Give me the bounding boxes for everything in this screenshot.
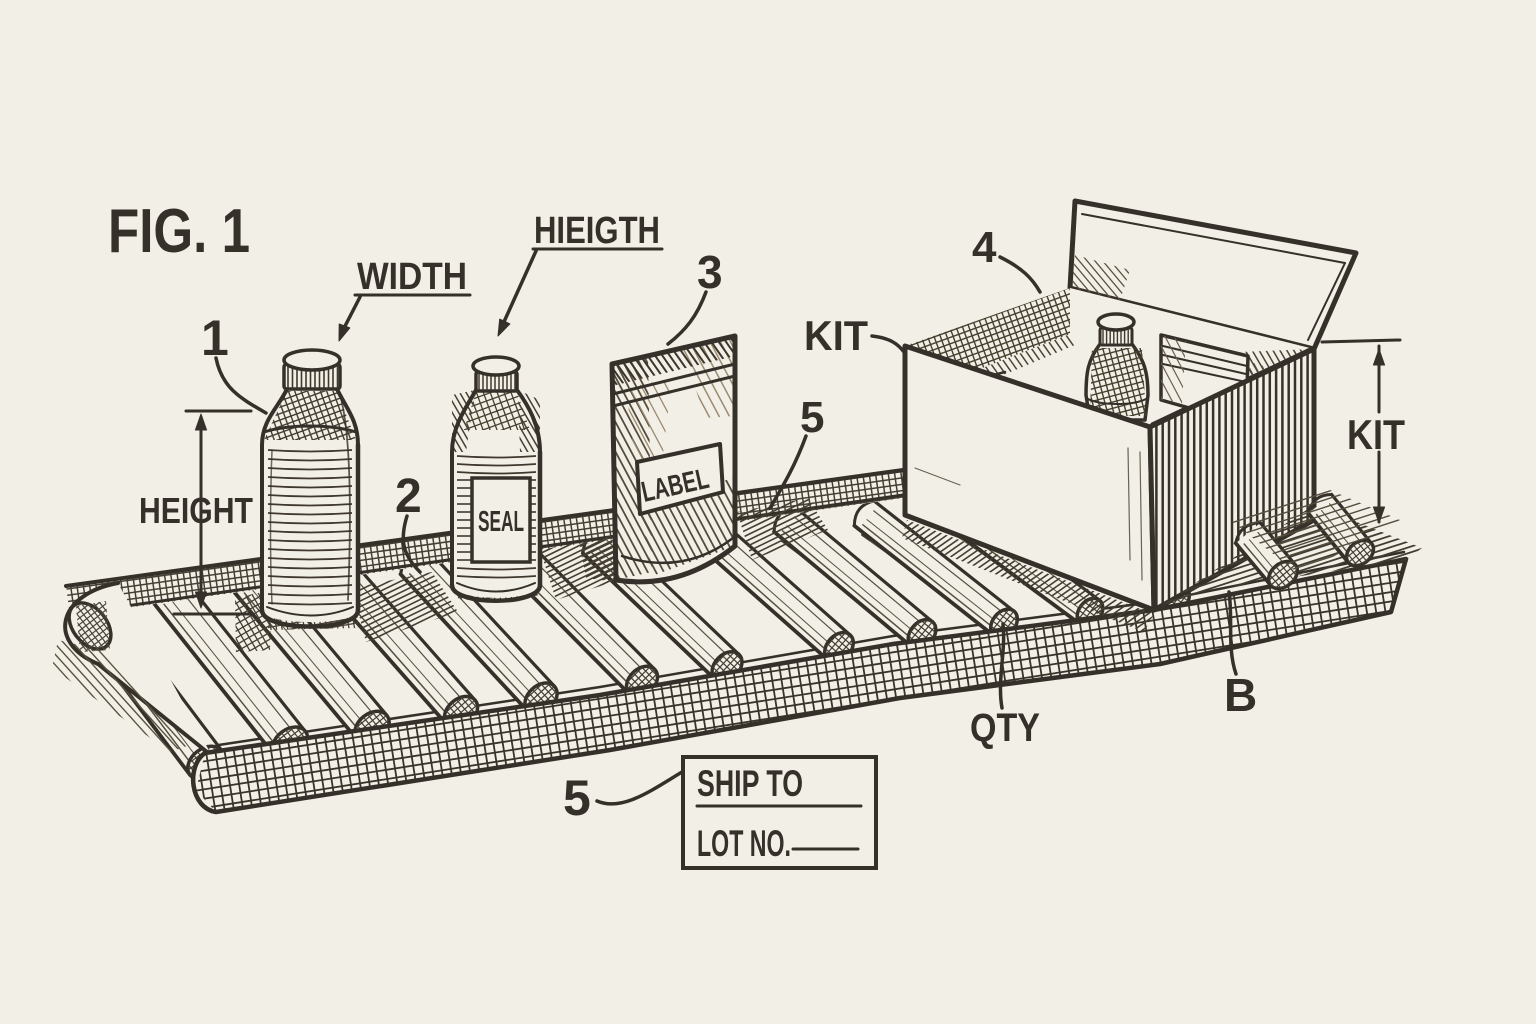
svg-text:5: 5 (800, 393, 824, 442)
svg-text:B: B (1224, 669, 1257, 721)
svg-text:SEAL: SEAL (478, 506, 524, 538)
svg-text:KIT: KIT (804, 312, 868, 359)
svg-text:HEIGHT: HEIGHT (139, 490, 253, 531)
svg-text:HIEIGTH: HIEIGTH (534, 210, 660, 252)
svg-text:5: 5 (563, 770, 591, 826)
svg-text:SHIP TO: SHIP TO (697, 763, 803, 804)
svg-text:FIG. 1: FIG. 1 (108, 197, 250, 266)
svg-text:3: 3 (697, 246, 723, 298)
svg-text:KIT: KIT (1347, 411, 1405, 458)
svg-text:4: 4 (972, 223, 997, 272)
svg-text:QTY: QTY (970, 706, 1040, 750)
svg-text:2: 2 (395, 470, 422, 523)
svg-text:LOT NO.: LOT NO. (697, 823, 791, 864)
svg-text:WIDTH: WIDTH (357, 256, 467, 298)
